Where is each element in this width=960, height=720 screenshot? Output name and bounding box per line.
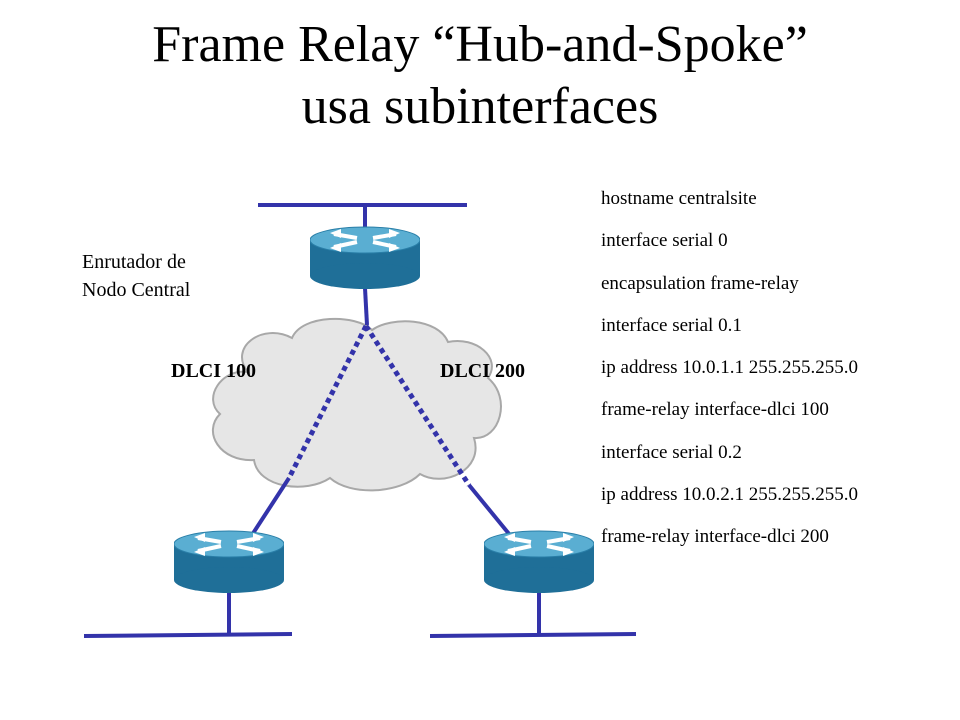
config-line: ip address 10.0.2.1 255.255.255.0	[601, 484, 859, 506]
config-line: encapsulation frame-relay	[601, 272, 799, 294]
hub-lan-segment	[258, 203, 467, 228]
config-line: interface serial 0.2	[601, 441, 742, 463]
left-spoke-link	[248, 476, 291, 540]
hub-label-line-1: Enrutador de	[82, 251, 186, 273]
pvc-dlci-200	[363, 324, 472, 487]
config-line: ip address 10.0.1.1 255.255.255.0	[601, 357, 859, 379]
dlci-200-label: DLCI 200	[440, 360, 526, 382]
config-line: interface serial 0	[601, 230, 728, 252]
hub-label-line-2: Nodo Central	[82, 279, 191, 301]
right-spoke-link	[467, 483, 516, 542]
router-config-listing: hostname centralsite interface serial 0 …	[601, 184, 858, 565]
config-line: frame-relay interface-dlci 200	[601, 526, 829, 548]
left-lan-segment	[83, 592, 293, 638]
hub-router-icon	[310, 226, 420, 290]
left-spoke-router-icon	[174, 530, 284, 594]
pvc-dlci-100	[286, 324, 369, 480]
right-spoke-router-icon	[484, 530, 594, 594]
frame-relay-cloud-icon	[211, 317, 502, 492]
hub-router-label: Enrutador de Nodo Central	[82, 248, 190, 304]
title-line-2: usa subinterfaces	[301, 78, 659, 135]
config-line: interface serial 0.1	[601, 314, 742, 336]
config-line: hostname centralsite	[601, 188, 757, 209]
config-line: frame-relay interface-dlci 100	[601, 399, 829, 421]
right-lan-segment	[429, 592, 637, 638]
title-line-1: Frame Relay “Hub-and-Spoke”	[152, 16, 808, 73]
hub-uplink	[363, 287, 369, 326]
page-title: Frame Relay “Hub-and-Spoke” usa subinter…	[0, 14, 960, 138]
dlci-100-label: DLCI 100	[171, 360, 257, 382]
